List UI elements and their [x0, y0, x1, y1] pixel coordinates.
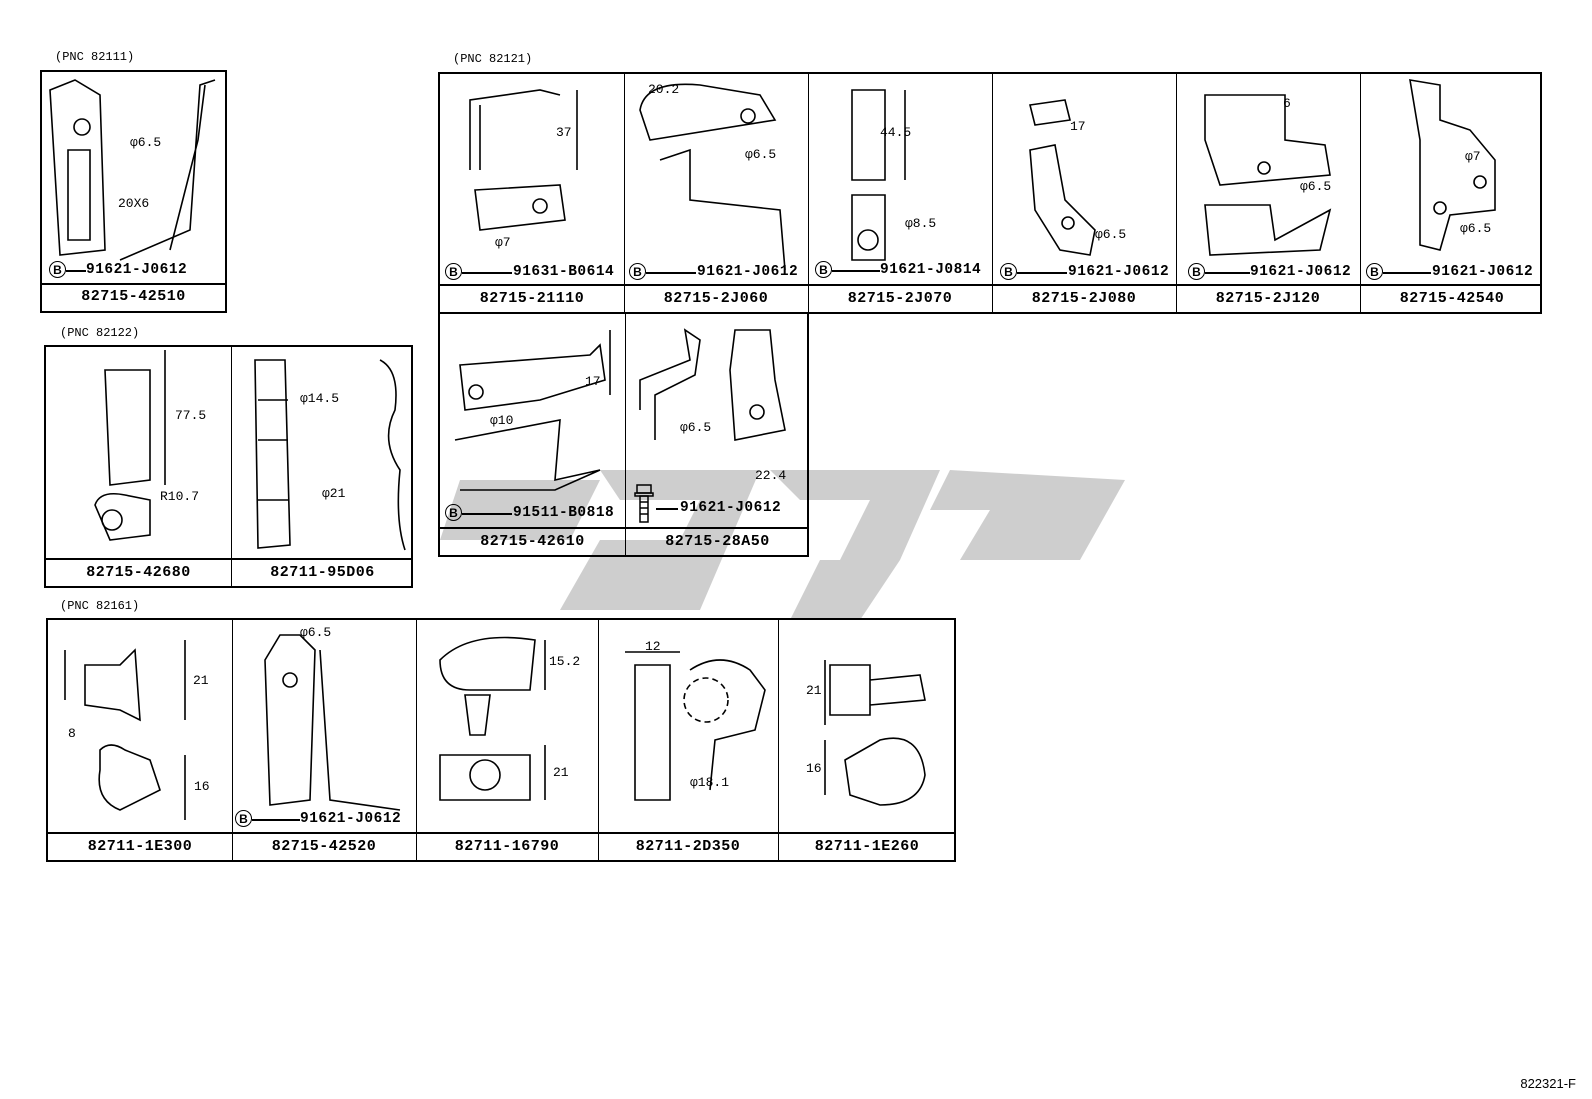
part-number[interactable]: 82711-16790 — [454, 838, 560, 855]
part-number[interactable]: 82715-28A50 — [665, 533, 770, 550]
bolt-b-icon: B — [815, 261, 832, 278]
part-number[interactable]: 82715-2J070 — [847, 290, 953, 307]
part-number[interactable]: 82715-21110 — [479, 290, 585, 307]
dimension-label: 6 — [1283, 96, 1291, 111]
bolt-icon — [634, 484, 654, 523]
part-number[interactable]: 82715-42680 — [86, 564, 191, 581]
dimension-label: 20.2 — [648, 82, 680, 97]
dimension-label: φ10 — [490, 413, 514, 428]
dimension-label: R10.7 — [160, 489, 200, 504]
dimension-label: φ6.5 — [1095, 227, 1127, 242]
dimension-label: 77.5 — [175, 408, 207, 423]
bolt-b-icon: B — [1188, 263, 1205, 280]
bolt-part-number[interactable]: 91621-J0612 — [1068, 264, 1170, 280]
dimension-label: φ7 — [495, 235, 511, 250]
dimension-label: φ8.5 — [905, 216, 937, 231]
bolt-part-number[interactable]: 91511-B0818 — [513, 505, 615, 521]
pnc-label: (PNC 82122) — [60, 326, 140, 340]
part-number[interactable]: 82715-42610 — [480, 533, 585, 550]
bolt-b-icon: B — [49, 261, 66, 278]
part-number[interactable]: 82715-2J080 — [1031, 290, 1137, 307]
bolt-part-number[interactable]: 91631-B0614 — [513, 264, 615, 280]
bolt-b-icon: B — [629, 263, 646, 280]
dimension-label: 21 — [553, 765, 569, 780]
part-number[interactable]: 82715-2J060 — [663, 290, 769, 307]
part-number[interactable]: 82715-42510 — [81, 288, 186, 305]
bolt-part-number[interactable]: 91621-J0612 — [300, 811, 402, 827]
part-row: 82711-1E300 82715-42520 82711-16790 8271… — [46, 618, 956, 862]
part-number[interactable]: 82711-1E300 — [87, 838, 193, 855]
dimension-label: 16 — [806, 761, 822, 776]
part-number[interactable]: 82715-42540 — [1399, 290, 1505, 307]
dimension-label: 17 — [585, 374, 601, 389]
dimension-label: 21 — [193, 673, 209, 688]
bolt-part-number[interactable]: 91621-J0612 — [680, 500, 782, 516]
bolt-b-icon: B — [445, 263, 462, 280]
dimension-label: 16 — [194, 779, 210, 794]
bolt-b-icon: B — [1366, 263, 1383, 280]
dimension-label: 22.4 — [755, 468, 787, 483]
dimension-label: 8 — [68, 726, 76, 741]
dimension-label: 21 — [806, 683, 822, 698]
dimension-label: φ14.5 — [300, 391, 340, 406]
pnc-label: (PNC 82111) — [55, 50, 135, 64]
part-number[interactable]: 82711-2D350 — [635, 838, 741, 855]
dimension-label: φ6.5 — [300, 625, 332, 640]
dimension-label: φ6.5 — [130, 135, 162, 150]
dimension-label: 20X6 — [118, 196, 150, 211]
dimension-label: φ6.5 — [745, 147, 777, 162]
part-number[interactable]: 82715-42520 — [271, 838, 377, 855]
dimension-label: 12 — [645, 639, 661, 654]
dimension-label: 15.2 — [549, 654, 581, 669]
bolt-part-number[interactable]: 91621-J0612 — [1432, 264, 1534, 280]
bolt-part-number[interactable]: 91621-J0612 — [697, 264, 799, 280]
dimension-label: φ6.5 — [680, 420, 712, 435]
pnc-label: (PNC 82161) — [60, 599, 140, 613]
part-number[interactable]: 82711-1E260 — [814, 838, 920, 855]
bolt-b-icon: B — [235, 810, 252, 827]
part-number[interactable]: 82715-2J120 — [1215, 290, 1321, 307]
bolt-b-icon: B — [1000, 263, 1017, 280]
pnc-label: (PNC 82121) — [453, 52, 533, 66]
diagram-code: 822321-F — [1520, 1076, 1576, 1091]
part-row: 82715-21110 82715-2J060 82715-2J070 8271… — [438, 72, 1542, 314]
dimension-label: φ21 — [322, 486, 346, 501]
dimension-label: 17 — [1070, 119, 1086, 134]
dimension-label: φ6.5 — [1300, 179, 1332, 194]
dimension-label: 44.5 — [880, 125, 912, 140]
part-cell: 82715-42510 — [40, 70, 227, 313]
bolt-b-icon: B — [445, 504, 462, 521]
dimension-label: 37 — [556, 125, 572, 140]
dimension-label: φ7 — [1465, 149, 1481, 164]
dimension-label: φ6.5 — [1460, 221, 1492, 236]
bolt-part-number[interactable]: 91621-J0612 — [86, 262, 188, 278]
bolt-part-number[interactable]: 91621-J0612 — [1250, 264, 1352, 280]
bolt-part-number[interactable]: 91621-J0814 — [880, 262, 982, 278]
part-number[interactable]: 82711-95D06 — [270, 564, 375, 581]
part-row: 82715-42610 82715-28A50 — [438, 312, 809, 557]
dimension-label: φ18.1 — [690, 775, 730, 790]
part-row: 82715-42680 82711-95D06 — [44, 345, 413, 588]
